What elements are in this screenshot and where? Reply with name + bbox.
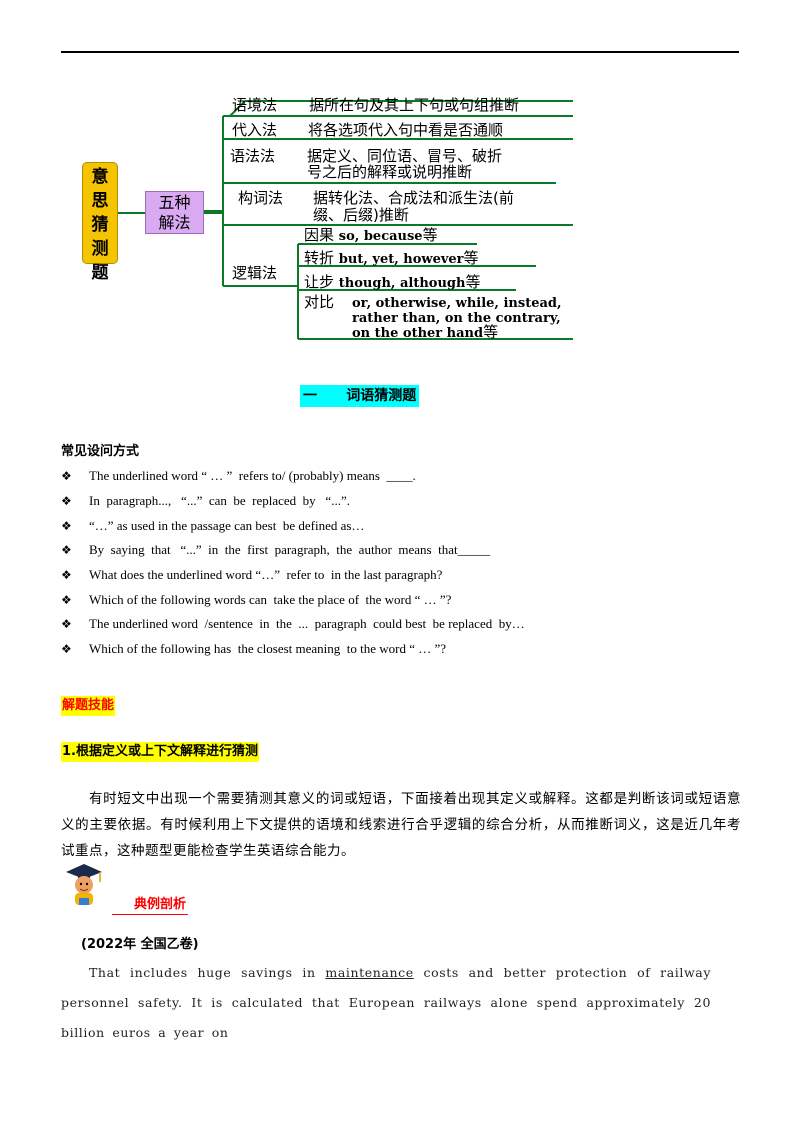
diamond-bullet-icon: ❖ bbox=[61, 543, 72, 558]
example-source: (2022年 全国乙卷) bbox=[81, 937, 199, 952]
method-desc-context: 据所在句及其上下句或句组推断 bbox=[309, 96, 520, 114]
hub-label: 五种解法 bbox=[158, 193, 191, 232]
logic-comparison-line1: or, otherwise, while, instead, bbox=[352, 296, 562, 311]
mind-map-root: 意思猜测题 bbox=[82, 162, 118, 283]
list-item: ❖ In paragraph..., “...” can be replaced … bbox=[61, 489, 751, 514]
logic-concession-words: though, although bbox=[338, 276, 466, 291]
list-item: ❖ By saying that “...” in the first parag… bbox=[61, 538, 751, 563]
logic-turn-name: 转折 bbox=[304, 249, 335, 267]
list-item: ❖ The underlined word /sentence in the ..… bbox=[61, 612, 751, 637]
logic-concession-name: 让步 bbox=[304, 273, 335, 291]
skills-heading: 解题技能 bbox=[61, 696, 116, 716]
header-rule bbox=[61, 51, 739, 53]
logic-comparison-suffix: 等 bbox=[483, 323, 499, 341]
method-desc-substitution: 将各选项代入句中看是否通顺 bbox=[308, 121, 504, 139]
method-name-grammar: 语法法 bbox=[230, 147, 276, 165]
skill-1-heading: 1.根据定义或上下文解释进行猜测 bbox=[61, 742, 259, 762]
logic-cause-suffix: 等 bbox=[422, 226, 438, 244]
questions-heading: 常见设问方式 bbox=[61, 444, 140, 459]
root-label: 意思猜测题 bbox=[91, 167, 109, 283]
logic-cause-words: so, because bbox=[338, 229, 423, 244]
method-name-substitution: 代入法 bbox=[232, 121, 278, 139]
example-paragraph: That includes huge savings in maintenanc… bbox=[61, 958, 711, 1048]
question-text: By saying that “...” in the first paragr… bbox=[89, 542, 491, 558]
method-name-logic: 逻辑法 bbox=[232, 264, 278, 282]
question-text: The underlined word /sentence in the ...… bbox=[89, 616, 525, 632]
method-desc-word-formation-1: 据转化法、合成法和派生法(前 bbox=[313, 189, 514, 207]
logic-concession: 让步 though, although等 bbox=[304, 274, 480, 292]
diamond-bullet-icon: ❖ bbox=[61, 568, 72, 583]
graduate-mascot-icon bbox=[66, 864, 102, 905]
logic-turn-suffix: 等 bbox=[463, 249, 479, 267]
mind-map-hub: 五种解法 bbox=[145, 191, 204, 234]
method-desc-grammar-1: 据定义、同位语、冒号、破折 bbox=[307, 147, 503, 165]
question-text: The underlined word “ … ” refers to/ (pr… bbox=[89, 468, 416, 484]
method-desc-grammar-2: 号之后的解释或说明推断 bbox=[307, 163, 473, 181]
diamond-bullet-icon: ❖ bbox=[61, 469, 72, 484]
list-item: ❖ Which of the following words can take t… bbox=[61, 587, 751, 612]
skill-1-paragraph: 有时短文中出现一个需要猜测其意义的词或短语，下面接着出现其定义或解释。这都是判断… bbox=[61, 791, 741, 859]
list-item: ❖ The underlined word “ … ” refers to/ (p… bbox=[61, 464, 751, 489]
underlined-word: maintenance bbox=[325, 965, 414, 980]
section-number: 一 bbox=[303, 388, 317, 404]
example-text-before: That includes huge savings in bbox=[89, 965, 326, 980]
method-name-word-formation: 构词法 bbox=[238, 189, 284, 207]
mind-map-connectors bbox=[118, 100, 573, 340]
logic-cause-name: 因果 bbox=[304, 226, 335, 244]
question-list: ❖ The underlined word “ … ” refers to/ (p… bbox=[61, 464, 751, 662]
method-name-context: 语境法 bbox=[232, 96, 278, 114]
example-text-after: costs and better protection of railway p… bbox=[61, 965, 711, 1040]
section-heading: 一 词语猜测题 bbox=[300, 385, 420, 407]
example-title: 典例剖析 bbox=[112, 896, 189, 915]
diamond-bullet-icon: ❖ bbox=[61, 592, 72, 607]
diamond-bullet-icon: ❖ bbox=[61, 642, 72, 657]
section-title: 词语猜测题 bbox=[346, 388, 417, 404]
method-desc-word-formation-2: 缀、后缀)推断 bbox=[313, 206, 409, 224]
logic-concession-suffix: 等 bbox=[465, 273, 481, 291]
diamond-bullet-icon: ❖ bbox=[61, 494, 72, 509]
diamond-bullet-icon: ❖ bbox=[61, 518, 72, 533]
logic-comparison-line3: on the other hand等 bbox=[352, 324, 498, 342]
question-text: What does the underlined word “…” refer … bbox=[89, 567, 443, 583]
logic-contrast-turn: 转折 but, yet, however等 bbox=[304, 250, 479, 268]
logic-comparison-line3-text: on the other hand bbox=[352, 326, 484, 341]
question-text: Which of the following has the closest m… bbox=[89, 641, 447, 657]
list-item: ❖ “…” as used in the passage can best be … bbox=[61, 513, 751, 538]
logic-comparison-name: 对比 bbox=[304, 293, 335, 311]
list-item: ❖ What does the underlined word “…” refer… bbox=[61, 563, 751, 588]
question-text: In paragraph..., “...” can be replaced b… bbox=[89, 493, 350, 509]
logic-comparison-line2: rather than, on the contrary, bbox=[352, 311, 561, 326]
logic-turn-words: but, yet, however bbox=[338, 252, 464, 267]
logic-cause: 因果 so, because等 bbox=[304, 227, 438, 245]
question-text: Which of the following words can take th… bbox=[89, 591, 452, 607]
list-item: ❖ Which of the following has the closest … bbox=[61, 637, 751, 662]
question-text: “…” as used in the passage can best be d… bbox=[89, 517, 365, 533]
diamond-bullet-icon: ❖ bbox=[61, 617, 72, 632]
